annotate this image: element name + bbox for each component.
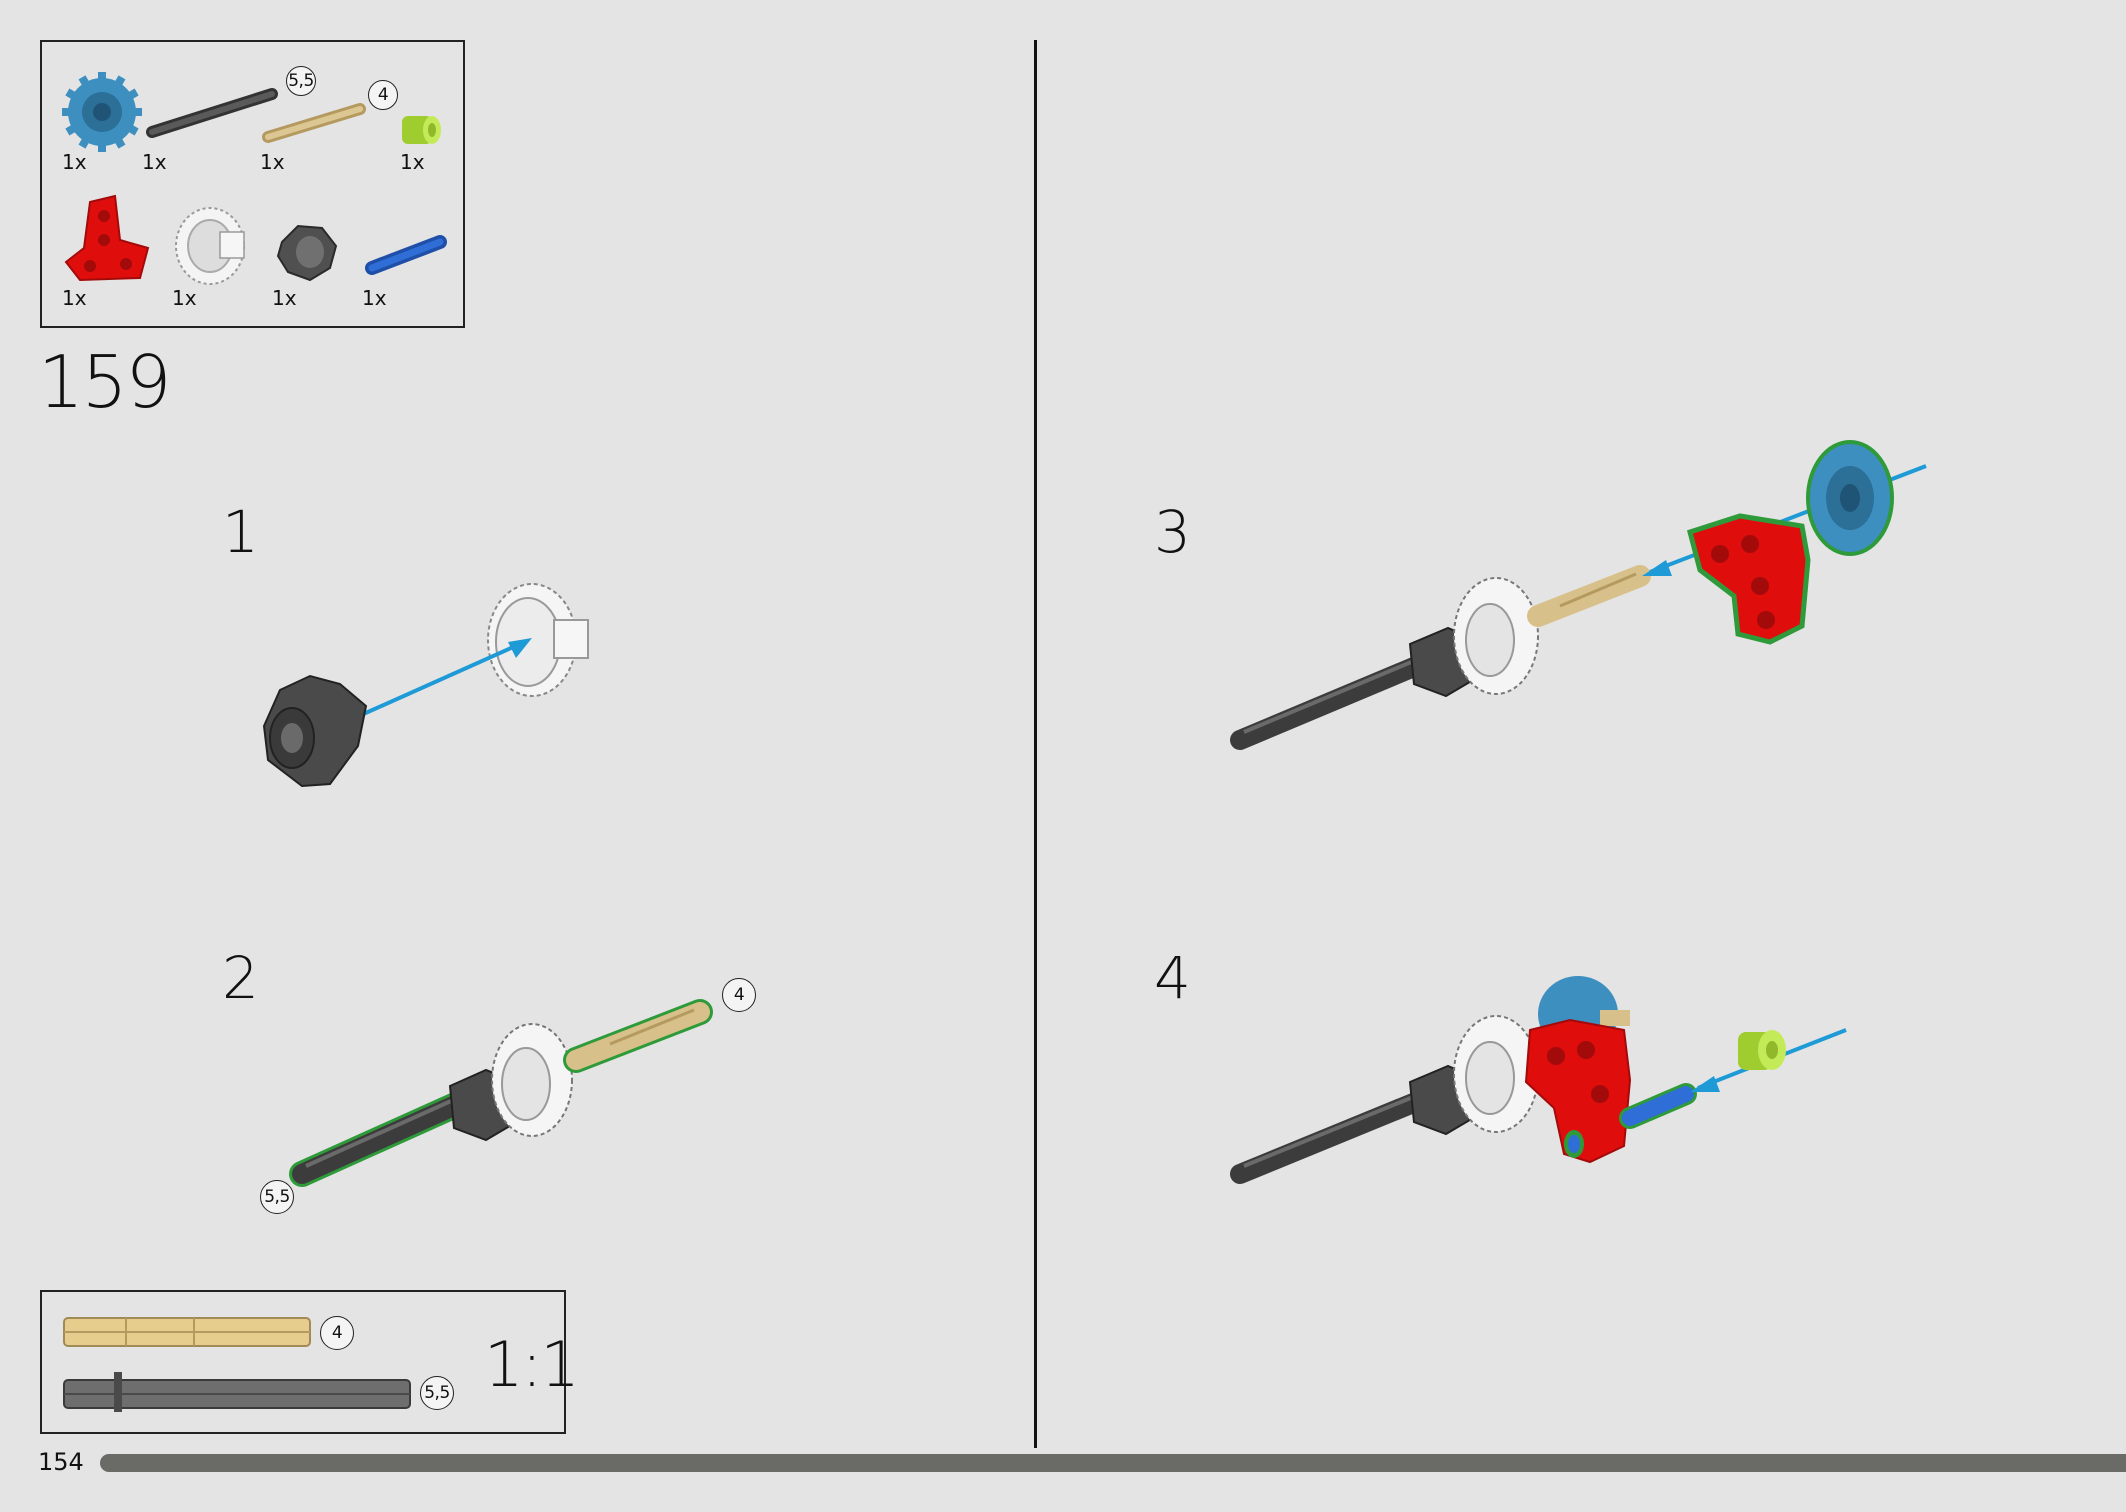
qty-white-hub: 1x bbox=[172, 286, 197, 310]
page-divider bbox=[1034, 40, 1037, 1448]
qty-gear: 1x bbox=[62, 150, 87, 174]
lime-bush-icon bbox=[402, 116, 441, 144]
substep-2-callout-4: 4 bbox=[722, 978, 756, 1012]
qty-tan-axle: 1x bbox=[260, 150, 285, 174]
substep-4-illustration bbox=[1230, 976, 1847, 1184]
scale-dark-axle bbox=[63, 1372, 411, 1412]
substep-2-number: 2 bbox=[222, 944, 259, 1012]
substep-1-number: 1 bbox=[222, 498, 259, 566]
callout-5-5: 5,5 bbox=[286, 66, 316, 96]
substep-3-number: 3 bbox=[1154, 498, 1191, 566]
red-triangle-beam-icon bbox=[64, 194, 150, 282]
substep-1-illustration bbox=[262, 583, 589, 788]
qty-lime-bush: 1x bbox=[400, 150, 425, 174]
dark-axle-icon bbox=[146, 88, 278, 138]
scale-tan-axle bbox=[63, 1317, 311, 1347]
tan-axle-icon bbox=[262, 103, 366, 143]
parts-list-box: 1x 1x 5,5 1x 4 1x 1x 1x 1x bbox=[40, 40, 465, 328]
blue-pin-icon bbox=[365, 235, 447, 275]
blue-gear-icon bbox=[62, 72, 142, 152]
qty-dark-bush: 1x bbox=[272, 286, 297, 310]
scale-box: 4 5,5 1:1 bbox=[40, 1290, 580, 1434]
scale-callout-4: 4 bbox=[320, 1316, 354, 1350]
qty-dark-axle: 1x bbox=[142, 150, 167, 174]
substep-2-illustration bbox=[289, 999, 713, 1187]
step-number: 159 bbox=[38, 340, 171, 424]
substep-4-number: 4 bbox=[1154, 944, 1191, 1012]
callout-4: 4 bbox=[368, 80, 398, 110]
progress-bar bbox=[100, 1454, 2126, 1472]
qty-blue-pin: 1x bbox=[362, 286, 387, 310]
qty-red-beam: 1x bbox=[62, 286, 87, 310]
substep-3-illustration bbox=[1230, 440, 1927, 750]
substep-2-callout-5-5: 5,5 bbox=[260, 1180, 294, 1214]
page-number: 154 bbox=[38, 1448, 84, 1476]
dark-bush-icon bbox=[276, 224, 338, 282]
white-hub-icon bbox=[175, 207, 245, 285]
scale-ratio: 1:1 bbox=[484, 1328, 580, 1401]
scale-callout-5-5: 5,5 bbox=[420, 1376, 454, 1410]
